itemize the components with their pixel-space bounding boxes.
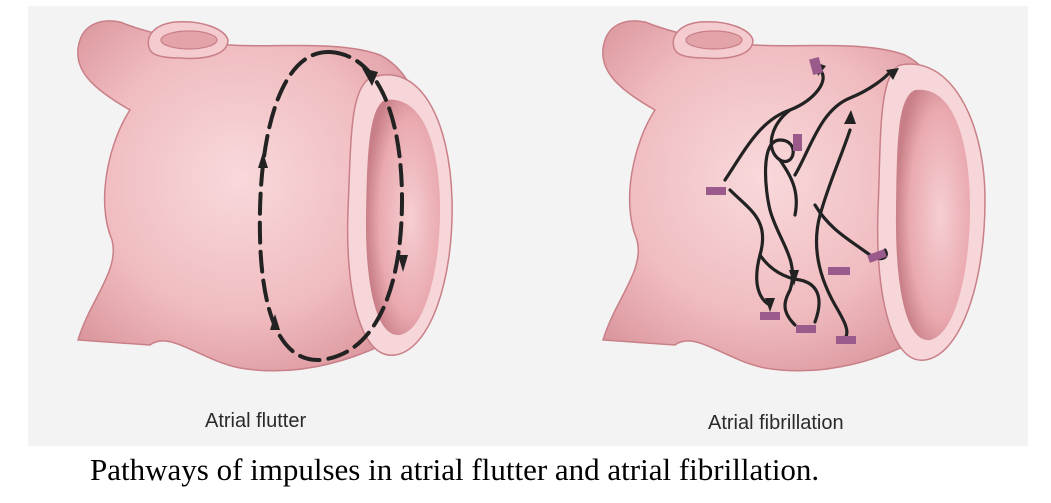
ectopic-focus-marker xyxy=(828,267,850,275)
flutter-atrium xyxy=(78,21,452,371)
ectopic-focus-marker xyxy=(836,336,856,344)
ectopic-focus-marker xyxy=(793,134,802,151)
figure-caption: Pathways of impulses in atrial flutter a… xyxy=(90,452,1050,488)
ectopic-focus-marker xyxy=(760,312,780,320)
ectopic-focus-marker xyxy=(706,187,726,195)
fibrillation-label: Atrial fibrillation xyxy=(708,412,844,435)
fibrillation-atrium xyxy=(603,21,985,371)
flutter-label: Atrial flutter xyxy=(205,410,306,433)
ectopic-focus-marker xyxy=(796,325,816,333)
